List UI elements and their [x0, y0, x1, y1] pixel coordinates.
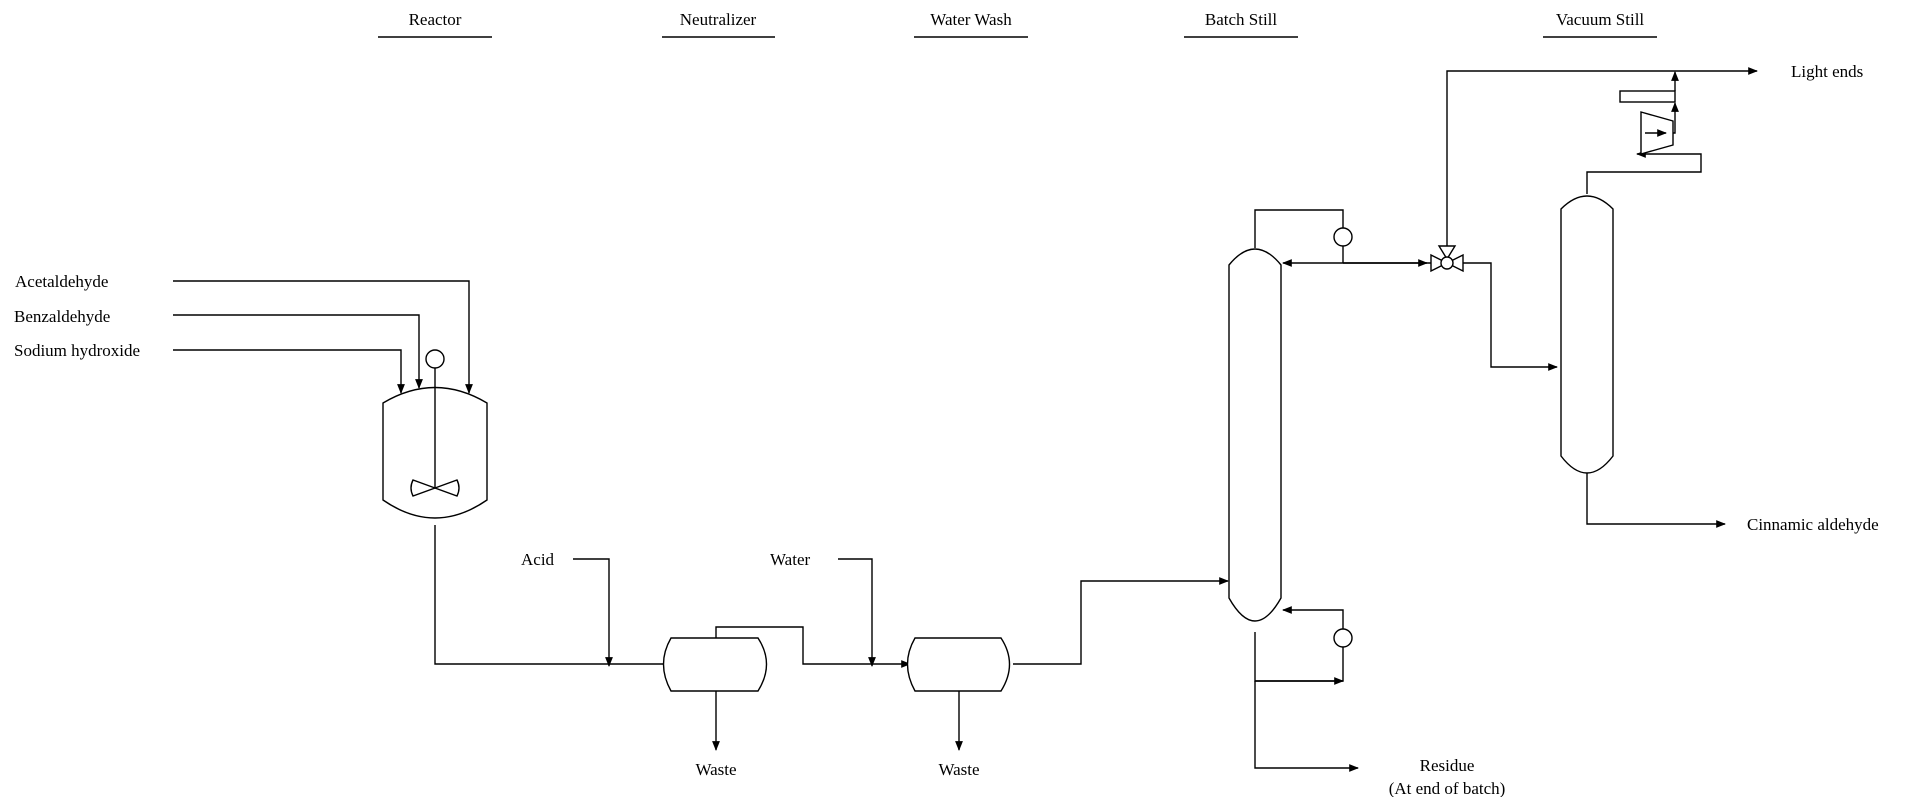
feed-water-label: Water	[770, 550, 810, 569]
feed-benzaldehyde-label: Benzaldehyde	[14, 307, 110, 326]
header-batch-still: Batch Still	[1205, 10, 1278, 29]
acid-feed-line	[573, 558, 613, 667]
header-reactor: Reactor	[409, 10, 462, 29]
vacuum-still-column	[1560, 195, 1614, 474]
batch-still-overhead-line	[1254, 209, 1344, 248]
neutralizer-to-wash-line	[715, 626, 911, 668]
batch-still-column	[1228, 248, 1282, 622]
header-water-wash: Water Wash	[930, 10, 1012, 29]
feed-labels: Acetaldehyde Benzaldehyde Sodium hydroxi…	[14, 272, 140, 360]
header-vacuum-still: Vacuum Still	[1556, 10, 1645, 29]
water-wash-body	[906, 637, 1011, 692]
reboiler-return-line	[1282, 606, 1344, 629]
feed-acetaldehyde-label: Acetaldehyde	[15, 272, 108, 291]
neutralizer-vessel	[662, 637, 768, 692]
agitator-motor-icon	[425, 349, 445, 369]
agitator-blade-icon	[432, 479, 460, 497]
acetaldehyde-feed-line	[173, 280, 473, 394]
reactor-vessel	[382, 349, 488, 519]
reboiler-loop-line	[1254, 632, 1344, 682]
waste-water-wash-label: Waste	[938, 760, 979, 779]
water-wash-vessel	[906, 637, 1011, 692]
neutralizer-body	[662, 637, 768, 692]
feed-sodium-hydroxide-label: Sodium hydroxide	[14, 341, 140, 360]
agitator-blade-icon	[410, 479, 438, 497]
batch-still-body	[1228, 248, 1282, 622]
waste-neutralizer-label: Waste	[695, 760, 736, 779]
reactor-feed-lines	[173, 280, 473, 394]
cinnamic-aldehyde-line	[1586, 473, 1726, 528]
pump-discharge-line	[1671, 102, 1679, 134]
residue-note-label: (At end of batch)	[1389, 779, 1506, 797]
header-neutralizer: Neutralizer	[680, 10, 757, 29]
water-feed-line	[838, 558, 876, 667]
valve-to-vacuum-still-line	[1463, 262, 1558, 371]
vacuum-still-overhead-line	[1586, 150, 1702, 194]
light-ends-label: Light ends	[1791, 62, 1863, 81]
light-ends-line	[1446, 67, 1758, 246]
wash-to-batch-still-line	[1013, 577, 1229, 665]
pump-bypass-loop	[1619, 90, 1676, 103]
vacuum-still-body	[1560, 195, 1614, 474]
three-way-valve-icon	[1430, 245, 1464, 273]
stage-headers: Reactor Neutralizer Water Wash Batch Sti…	[378, 10, 1657, 38]
benzaldehyde-feed-line	[173, 314, 423, 389]
batch-still-reboiler-icon	[1333, 628, 1353, 648]
reactor-outlet-line	[434, 525, 665, 665]
cinnamic-aldehyde-label: Cinnamic aldehyde	[1747, 515, 1879, 534]
feed-acid-label: Acid	[521, 550, 555, 569]
residue-line	[1254, 681, 1359, 772]
residue-label: Residue	[1420, 756, 1475, 775]
batch-still-condenser-icon	[1333, 227, 1353, 247]
sodium-hydroxide-feed-line	[173, 349, 405, 394]
